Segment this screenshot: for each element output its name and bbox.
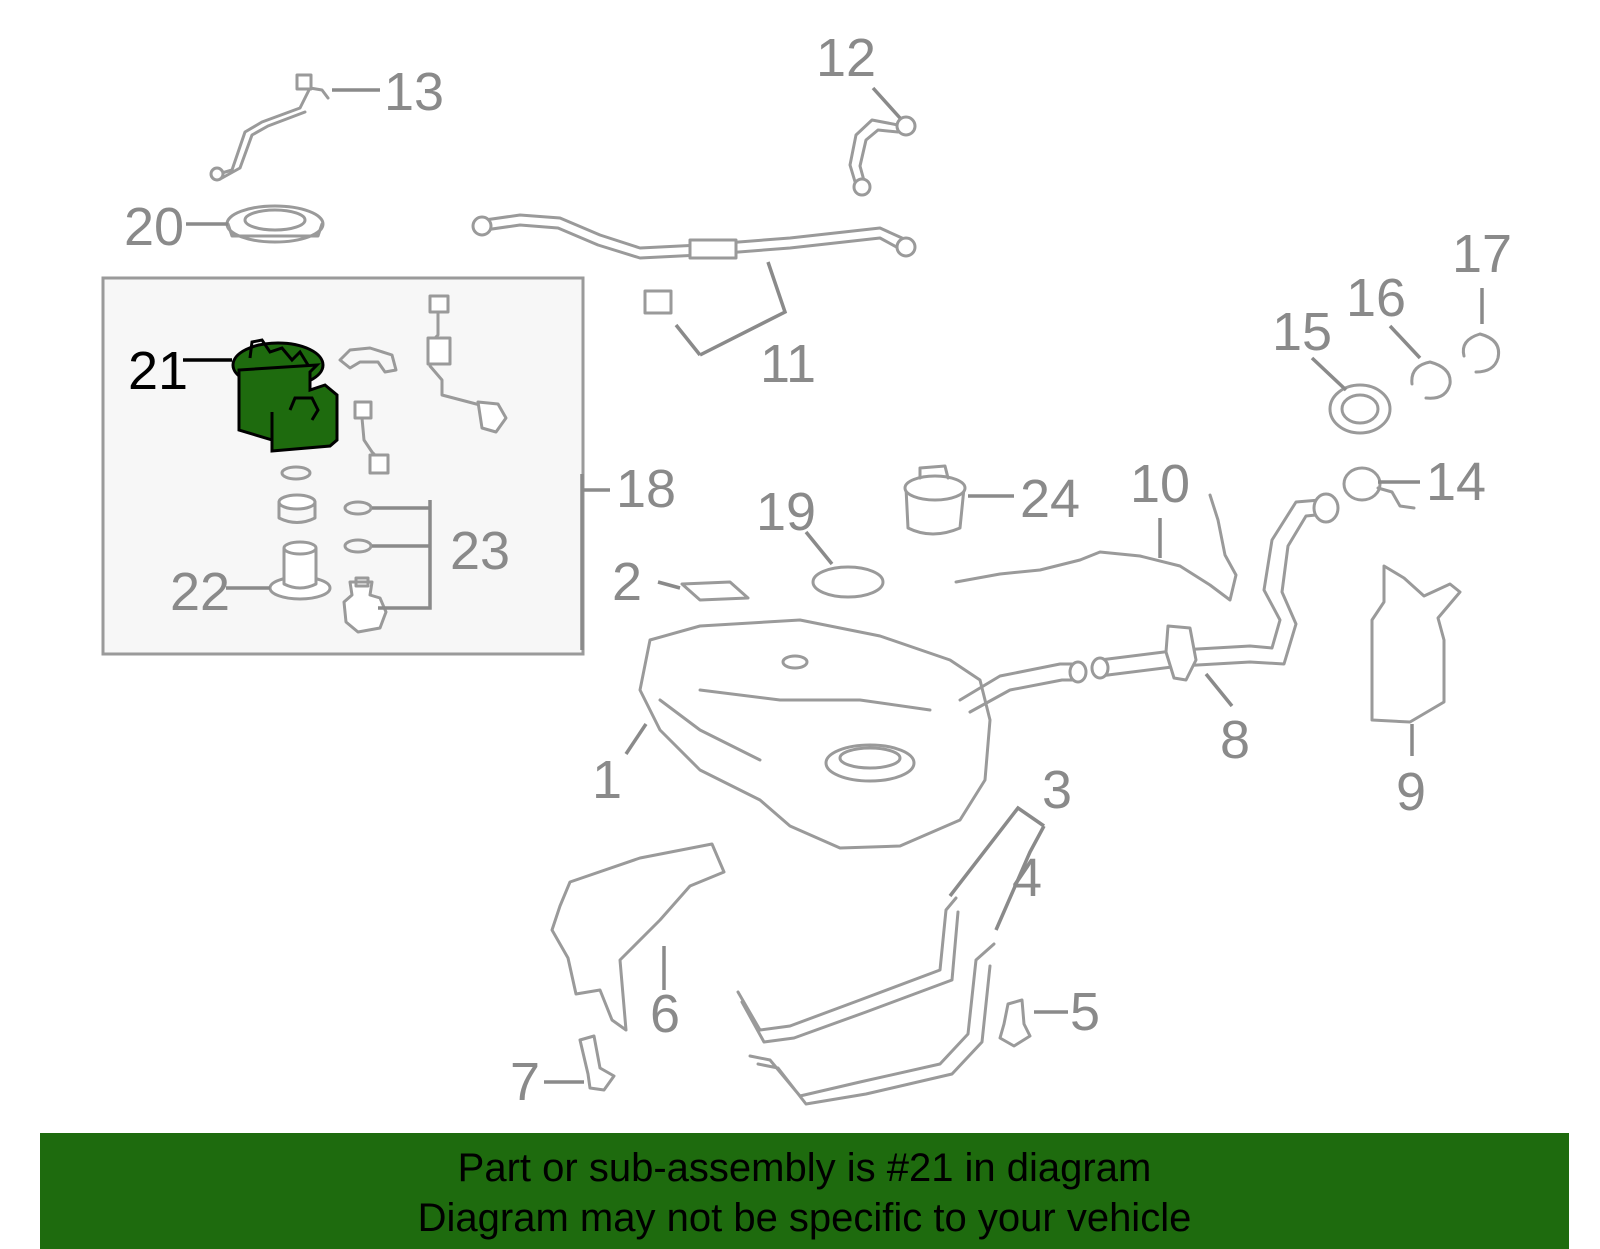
part-17-clip (1461, 332, 1501, 374)
part-12-hose (848, 115, 917, 197)
callout-21: 21 (128, 341, 188, 401)
banner-line-1: Part or sub-assembly is #21 in diagram (457, 1146, 1152, 1190)
part-9-heat-shield (1370, 564, 1462, 724)
callout-10: 10 (1130, 454, 1190, 514)
part-19-gasket (811, 565, 885, 599)
part-4-strap (748, 942, 996, 1106)
part-15-grommet (1328, 383, 1392, 435)
callout-15: 15 (1272, 302, 1332, 362)
part-23-orings (342, 500, 388, 634)
callout-17: 17 (1452, 224, 1512, 284)
part-18-filter (277, 493, 317, 524)
leader-lines (183, 86, 1484, 1084)
subassembly-box-18 (101, 276, 585, 656)
callout-6: 6 (650, 984, 680, 1044)
callout-1: 1 (592, 750, 622, 810)
banner-line-2: Diagram may not be specific to your vehi… (417, 1196, 1192, 1240)
part-13-tube (209, 73, 330, 182)
part-1-fuel-tank (638, 618, 1088, 850)
callout-12: 12 (816, 28, 876, 88)
part-5-bolt (998, 998, 1032, 1048)
callout-16: 16 (1346, 268, 1406, 328)
part-18-small-oring (280, 465, 312, 481)
part-20-lock-ring (225, 204, 325, 244)
part-18-harness-upper (426, 294, 508, 434)
callout-3: 3 (1042, 760, 1072, 820)
part-2-pad (680, 580, 750, 602)
part-16-clip (1410, 360, 1452, 400)
callout-13: 13 (384, 62, 444, 122)
part-filler-neck (1090, 492, 1340, 682)
callout-14: 14 (1426, 452, 1486, 512)
callout-labels: 13 12 20 11 21 18 23 22 2 19 24 10 14 15… (124, 28, 1512, 1112)
part-18-harness-lower (353, 400, 390, 475)
part-11-fuel-line (471, 213, 917, 315)
callout-8: 8 (1220, 710, 1250, 770)
callout-7: 7 (510, 1052, 540, 1112)
part-6-shield (550, 842, 726, 1032)
part-10-line (954, 493, 1238, 602)
info-banner: Part or sub-assembly is #21 in diagram D… (40, 1133, 1569, 1249)
part-21-fuel-pump-module (231, 338, 339, 453)
callout-4: 4 (1012, 848, 1042, 908)
part-18-bracket (338, 346, 398, 374)
callout-5: 5 (1070, 982, 1100, 1042)
callout-9: 9 (1396, 762, 1426, 822)
callout-23: 23 (450, 521, 510, 581)
part-14-fuel-cap (1342, 466, 1416, 510)
part-3-strap (736, 896, 960, 1044)
part-24-filter-housing (903, 464, 967, 536)
part-7-bolt (578, 1034, 616, 1092)
callout-20: 20 (124, 197, 184, 257)
callout-22: 22 (170, 562, 230, 622)
callout-19: 19 (756, 482, 816, 542)
callout-24: 24 (1020, 469, 1080, 529)
callout-18: 18 (616, 459, 676, 519)
callout-11: 11 (760, 334, 816, 394)
callout-2: 2 (612, 552, 642, 612)
